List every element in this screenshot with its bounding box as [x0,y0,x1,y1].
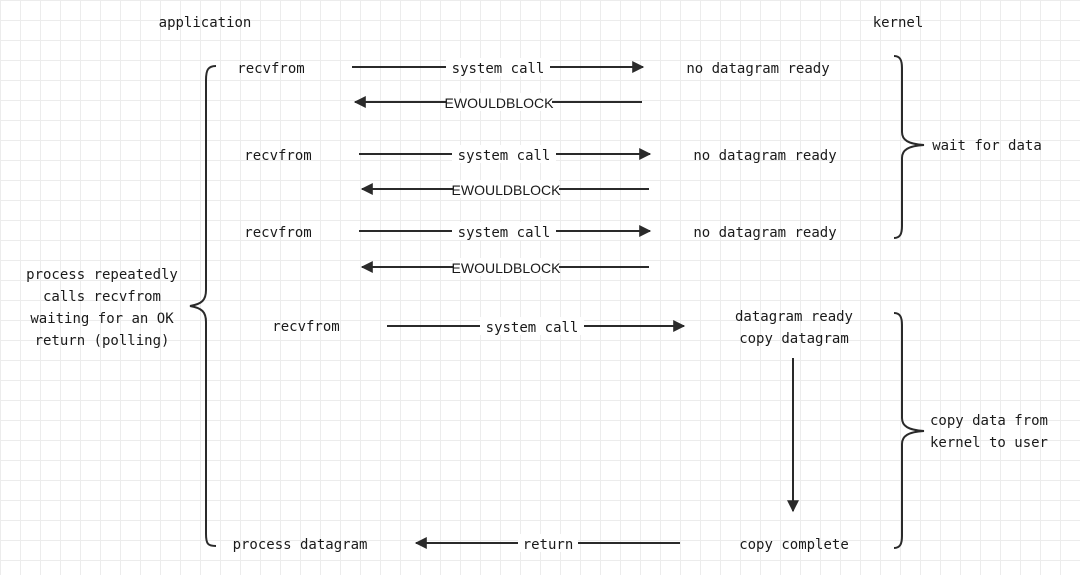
polling-note-line-2: calls recvfrom [43,289,161,305]
system-call-label-1: system call [452,61,545,77]
kernel-status-3: no datagram ready [693,225,836,241]
polling-brace [189,65,217,547]
polling-note-line-1: process repeatedly [26,267,178,283]
ewouldblock-label-2: EWOULDBLOCK [452,182,562,198]
copy-data-label-line-1: copy data from [930,413,1048,429]
copy-data-label-line-2: kernel to user [930,435,1048,451]
wait-for-data-label: wait for data [932,138,1042,154]
ewouldblock-label-3: EWOULDBLOCK [452,260,562,276]
system-call-label-4: system call [486,320,579,336]
recvfrom-label-3: recvfrom [244,225,311,241]
copy-datagram-label: copy datagram [739,331,849,347]
recvfrom-label-1: recvfrom [237,61,304,77]
polling-note-line-3: waiting for an OK [30,311,174,327]
recvfrom-label-2: recvfrom [244,148,311,164]
system-call-label-2: system call [458,148,551,164]
copy-data-brace [893,312,925,549]
ewouldblock-label-1: EWOULDBLOCK [445,95,555,111]
kernel-status-1: no datagram ready [686,61,829,77]
kernel-header: kernel [873,15,924,31]
polling-note-line-4: return (polling) [35,333,170,349]
application-header: application [159,15,252,31]
wait-for-data-brace [893,55,925,239]
recvfrom-label-4: recvfrom [272,319,339,335]
system-call-label-3: system call [458,225,551,241]
kernel-status-2: no datagram ready [693,148,836,164]
datagram-ready-label: datagram ready [735,309,853,325]
process-datagram-label: process datagram [233,537,368,553]
return-label: return [523,537,574,553]
copy-complete-label: copy complete [739,537,849,553]
